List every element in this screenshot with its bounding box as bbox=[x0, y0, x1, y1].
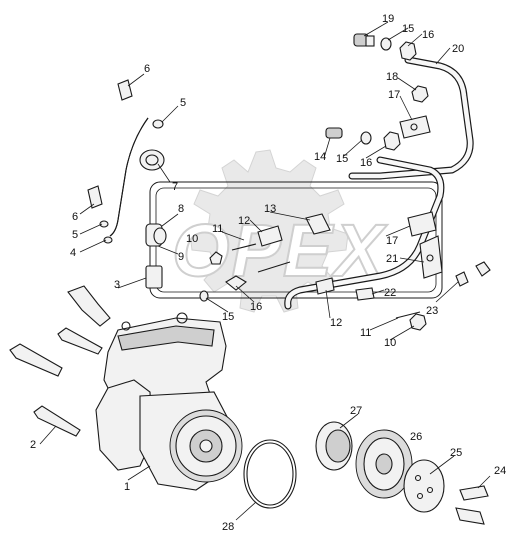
callout-24: 24 bbox=[494, 465, 506, 477]
hub-27 bbox=[315, 421, 353, 471]
callout-16c: 16 bbox=[250, 301, 262, 313]
callout-17b: 17 bbox=[386, 235, 398, 247]
callout-20: 20 bbox=[452, 43, 464, 55]
clip-12-upper bbox=[305, 213, 331, 235]
callout-9: 9 bbox=[178, 251, 184, 263]
callout-15c: 15 bbox=[222, 311, 234, 323]
callout-1: 1 bbox=[124, 481, 130, 493]
callout-6a: 6 bbox=[144, 63, 150, 75]
callout-12b: 12 bbox=[330, 317, 342, 329]
fitting-14 bbox=[325, 127, 343, 139]
callout-4: 4 bbox=[70, 247, 76, 259]
washer-15-top bbox=[380, 37, 392, 51]
callout-17a: 17 bbox=[388, 89, 400, 101]
callout-21: 21 bbox=[386, 253, 398, 265]
fitting-22 bbox=[355, 287, 375, 301]
washer-15-low bbox=[199, 290, 209, 302]
gasket-7 bbox=[139, 149, 165, 171]
callout-23: 23 bbox=[426, 305, 438, 317]
oil-pipe-left bbox=[109, 117, 149, 237]
bolt-6-top bbox=[117, 79, 133, 101]
washer-15-mid bbox=[360, 131, 372, 145]
bolt-11-right bbox=[395, 311, 421, 319]
callout-5b: 5 bbox=[72, 229, 78, 241]
callout-26: 26 bbox=[410, 431, 422, 443]
washer-5-top bbox=[152, 119, 164, 129]
callout-11b: 11 bbox=[360, 327, 371, 339]
pipe-20 bbox=[348, 56, 474, 180]
callout-7: 7 bbox=[172, 181, 178, 193]
leader-lines bbox=[39, 21, 491, 521]
bracket-21 bbox=[419, 235, 443, 279]
fitting-19 bbox=[353, 33, 375, 47]
callout-18: 18 bbox=[386, 71, 398, 83]
bolts-24 bbox=[455, 485, 489, 525]
callout-16a: 16 bbox=[422, 29, 434, 41]
fitting-16-low bbox=[225, 275, 247, 291]
callout-2: 2 bbox=[30, 439, 36, 451]
callout-15b: 15 bbox=[336, 153, 348, 165]
elbow-3 bbox=[67, 285, 111, 327]
callout-labels: 1 2 3 4 5 5 6 6 7 8 9 10 10 11 11 12 12 … bbox=[30, 13, 506, 533]
callout-12a: 12 bbox=[238, 215, 250, 227]
nut-10-right bbox=[409, 313, 427, 331]
washer-5-left bbox=[99, 220, 109, 228]
callout-14: 14 bbox=[314, 151, 326, 163]
nut-10-mid bbox=[209, 251, 223, 265]
callout-22: 22 bbox=[384, 287, 396, 299]
callout-10a: 10 bbox=[186, 233, 198, 245]
o-ring-28 bbox=[243, 439, 297, 509]
bolts-2 bbox=[9, 327, 103, 437]
bracket-17 bbox=[407, 211, 437, 237]
bolt-6-left bbox=[87, 185, 103, 209]
nut-16-mid bbox=[383, 131, 401, 151]
callout-19: 19 bbox=[382, 13, 394, 25]
callout-13: 13 bbox=[264, 203, 276, 215]
compressor-gear bbox=[169, 409, 243, 483]
pipe-long bbox=[284, 156, 445, 310]
bolt-23 bbox=[455, 261, 491, 287]
clip-12-lower bbox=[315, 277, 335, 295]
gear-26 bbox=[355, 429, 413, 499]
nut-fitting-3 bbox=[145, 265, 163, 289]
callout-15a: 15 bbox=[402, 23, 414, 35]
callout-3: 3 bbox=[114, 279, 120, 291]
callout-5a: 5 bbox=[180, 97, 186, 109]
callout-28: 28 bbox=[222, 521, 234, 533]
connector-9 bbox=[145, 223, 167, 247]
callout-27: 27 bbox=[350, 405, 362, 417]
tube-11 bbox=[231, 243, 291, 273]
callout-8: 8 bbox=[178, 203, 184, 215]
clamp-17-top bbox=[399, 115, 431, 139]
callout-10b: 10 bbox=[384, 337, 396, 349]
nut-18 bbox=[411, 85, 429, 103]
callout-25: 25 bbox=[450, 447, 462, 459]
callout-11a: 11 bbox=[212, 223, 223, 235]
nut-16-top bbox=[399, 41, 417, 61]
washer-4 bbox=[103, 236, 113, 244]
fitting-13 bbox=[257, 225, 283, 247]
callout-6b: 6 bbox=[72, 211, 78, 223]
callout-16b: 16 bbox=[360, 157, 372, 169]
plate-25 bbox=[403, 459, 445, 513]
